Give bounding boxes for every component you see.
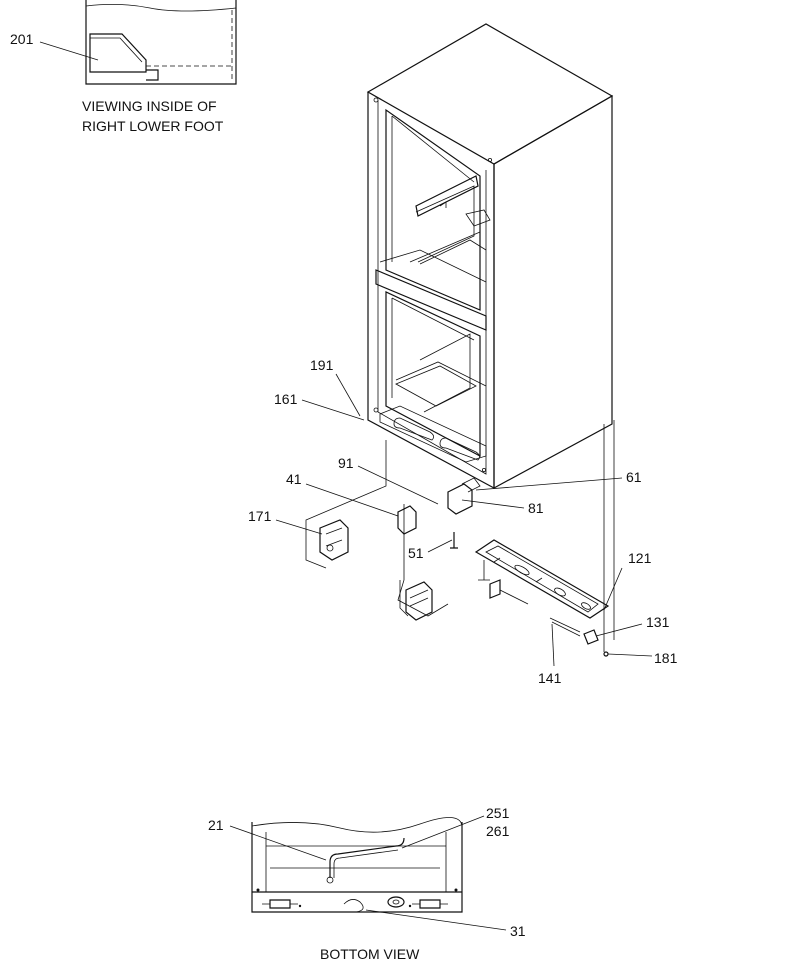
lower-hinge-and-feet: [305, 420, 615, 657]
callout-121: 121: [628, 550, 652, 566]
callout-261: 261: [486, 823, 510, 839]
inset-right-lower-foot: [85, 0, 237, 85]
leader-lines: [39, 41, 653, 931]
callout-21: 21: [208, 817, 224, 833]
callout-81: 81: [528, 500, 544, 516]
callout-131: 131: [646, 614, 670, 630]
callout-161: 161: [274, 391, 298, 407]
callout-61: 61: [626, 469, 642, 485]
bottom-view: [251, 817, 463, 913]
callout-41: 41: [286, 471, 302, 487]
inset-caption-line2: RIGHT LOWER FOOT: [82, 118, 224, 134]
bottom-view-caption: BOTTOM VIEW: [320, 946, 420, 962]
callout-labels: 201 191 161 91 41 171 61 81 51 121 131 1…: [10, 31, 678, 939]
callout-181: 181: [654, 650, 678, 666]
callout-141: 141: [538, 670, 562, 686]
callout-251: 251: [486, 805, 510, 821]
callout-91: 91: [338, 455, 354, 471]
callout-51: 51: [408, 545, 424, 561]
refrigerator-cabinet: [366, 23, 614, 490]
callout-31: 31: [510, 923, 526, 939]
callout-191: 191: [310, 357, 334, 373]
callout-171: 171: [248, 508, 272, 524]
inset-caption-line1: VIEWING INSIDE OF: [82, 98, 217, 114]
callout-201: 201: [10, 31, 34, 47]
